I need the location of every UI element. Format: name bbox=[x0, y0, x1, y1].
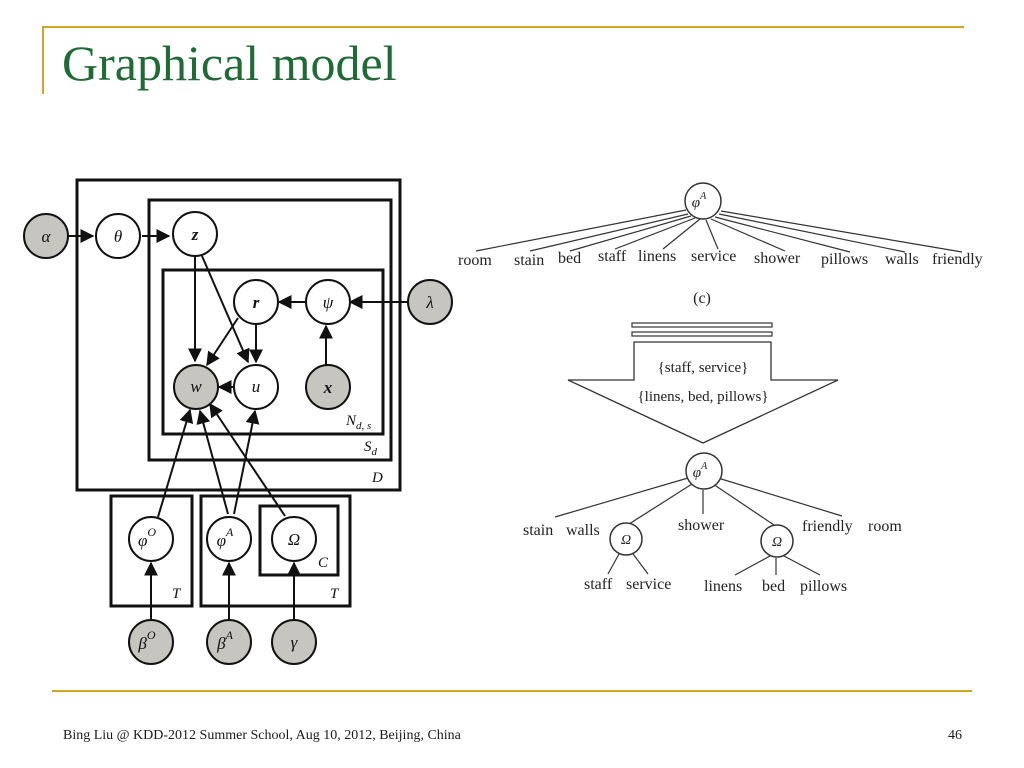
node-psi bbox=[305, 279, 351, 325]
top-rule bbox=[42, 26, 964, 28]
footer-text: Bing Liu @ KDD-2012 Summer School, Aug 1… bbox=[63, 728, 461, 743]
label-alpha: α bbox=[42, 227, 52, 246]
omega-node-1 bbox=[609, 522, 643, 556]
arrow-text-2: {linens, bed, pillows} bbox=[637, 389, 768, 405]
top-word: bed bbox=[558, 250, 581, 267]
bottom-word: shower bbox=[678, 517, 725, 534]
plate-label-T2: T bbox=[330, 586, 340, 602]
node-gamma bbox=[271, 619, 317, 665]
label-w: w bbox=[190, 377, 202, 396]
label-beta-A: βA bbox=[216, 628, 233, 653]
top-word: service bbox=[691, 248, 736, 265]
omega-node-2 bbox=[760, 524, 794, 558]
omega-label-1: Ω bbox=[621, 533, 631, 548]
tree-bottom: φA Ω Ω stain walls shower friendly room … bbox=[523, 452, 902, 595]
model-edges bbox=[68, 229, 409, 620]
label-phi-A: φA bbox=[217, 525, 234, 550]
label-psi: ψ bbox=[323, 293, 334, 312]
plate-label-C: C bbox=[318, 555, 329, 571]
top-word: shower bbox=[754, 250, 801, 267]
page-number: 46 bbox=[948, 728, 962, 743]
label-lambda: λ bbox=[425, 293, 433, 312]
plate-label-T1: T bbox=[172, 586, 182, 602]
top-word: friendly bbox=[932, 251, 983, 268]
label-r: r bbox=[253, 293, 260, 312]
plate-S bbox=[147, 198, 393, 462]
top-word: linens bbox=[638, 248, 676, 265]
tree-bottom-node bbox=[685, 452, 723, 490]
bottom-rule bbox=[52, 690, 972, 692]
plate-label-N: Nd, s bbox=[345, 413, 371, 432]
slide-title: Graphical model bbox=[62, 35, 397, 91]
top-word: pillows bbox=[821, 251, 868, 268]
bottom-word: friendly bbox=[802, 518, 853, 535]
transform-arrow: {staff, service} {linens, bed, pillows} bbox=[567, 322, 839, 444]
plate-model bbox=[23, 178, 453, 665]
label-x: x bbox=[323, 378, 333, 397]
label-theta: θ bbox=[114, 227, 122, 246]
top-word: room bbox=[458, 252, 492, 269]
plate-T2 bbox=[199, 494, 352, 608]
group-word: staff bbox=[584, 576, 613, 593]
bottom-word: stain bbox=[523, 522, 553, 539]
tree-top-node bbox=[684, 182, 722, 220]
label-z: z bbox=[191, 225, 199, 244]
node-z bbox=[172, 211, 218, 257]
top-word: stain bbox=[514, 252, 544, 269]
top-word: staff bbox=[598, 248, 627, 265]
node-x bbox=[305, 364, 351, 410]
top-word: walls bbox=[885, 251, 919, 268]
caption-c: (c) bbox=[693, 290, 711, 307]
label-gamma: γ bbox=[291, 633, 299, 652]
bottom-word: room bbox=[868, 518, 902, 535]
label-phi-O: φO bbox=[138, 525, 156, 550]
node-beta-A bbox=[206, 619, 252, 665]
plate-label-S: Sd bbox=[364, 439, 378, 458]
group-word: bed bbox=[762, 578, 785, 595]
node-lambda bbox=[407, 279, 453, 325]
node-phi-O bbox=[128, 516, 174, 562]
tree-bottom-node-label: φA bbox=[693, 461, 708, 481]
tree-top-node-label: φA bbox=[692, 191, 707, 211]
label-omega: Ω bbox=[288, 530, 300, 549]
omega-label-2: Ω bbox=[772, 535, 782, 550]
node-r bbox=[233, 279, 279, 325]
node-phi-A bbox=[206, 516, 252, 562]
bottom-word: walls bbox=[566, 522, 600, 539]
plate-N bbox=[161, 268, 385, 436]
node-beta-O bbox=[128, 619, 174, 665]
node-omega bbox=[271, 516, 317, 562]
label-beta-O: βO bbox=[137, 628, 155, 653]
node-alpha bbox=[23, 213, 69, 259]
node-theta bbox=[95, 213, 141, 259]
group-word: linens bbox=[704, 578, 742, 595]
node-u bbox=[233, 364, 279, 410]
node-w bbox=[173, 364, 219, 410]
tree-top: φA room stain bed staff linens service s… bbox=[458, 182, 983, 307]
group-word: service bbox=[626, 576, 671, 593]
left-rule bbox=[42, 26, 44, 94]
label-u: u bbox=[252, 377, 261, 396]
arrow-text-1: {staff, service} bbox=[658, 360, 749, 376]
plate-label-D: D bbox=[371, 470, 383, 486]
group-word: pillows bbox=[800, 578, 847, 595]
